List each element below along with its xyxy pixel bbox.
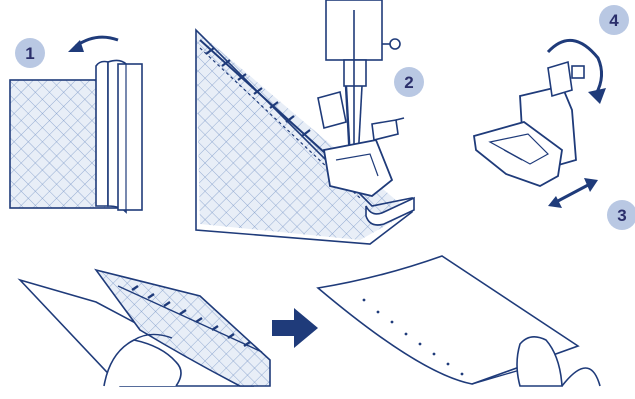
step-badge-2: 2 [394, 67, 424, 97]
panel-fold-fabric [10, 60, 142, 212]
step-badge-4: 4 [599, 5, 629, 35]
svg-text:4: 4 [609, 11, 619, 30]
svg-text:2: 2 [404, 73, 413, 92]
fold-arrow-icon [68, 37, 118, 52]
svg-text:3: 3 [617, 206, 626, 225]
step-badge-3: 3 [607, 200, 635, 230]
svg-text:1: 1 [25, 44, 34, 63]
step-badge-1: 1 [15, 38, 45, 68]
panel-stitched-hem [20, 270, 270, 386]
slide-arrow-icon [548, 178, 598, 208]
next-step-arrow-icon [272, 308, 318, 348]
panel-finished-hem [318, 256, 600, 386]
panel-sewing [196, 0, 414, 244]
panel-presser-foot [474, 62, 584, 186]
